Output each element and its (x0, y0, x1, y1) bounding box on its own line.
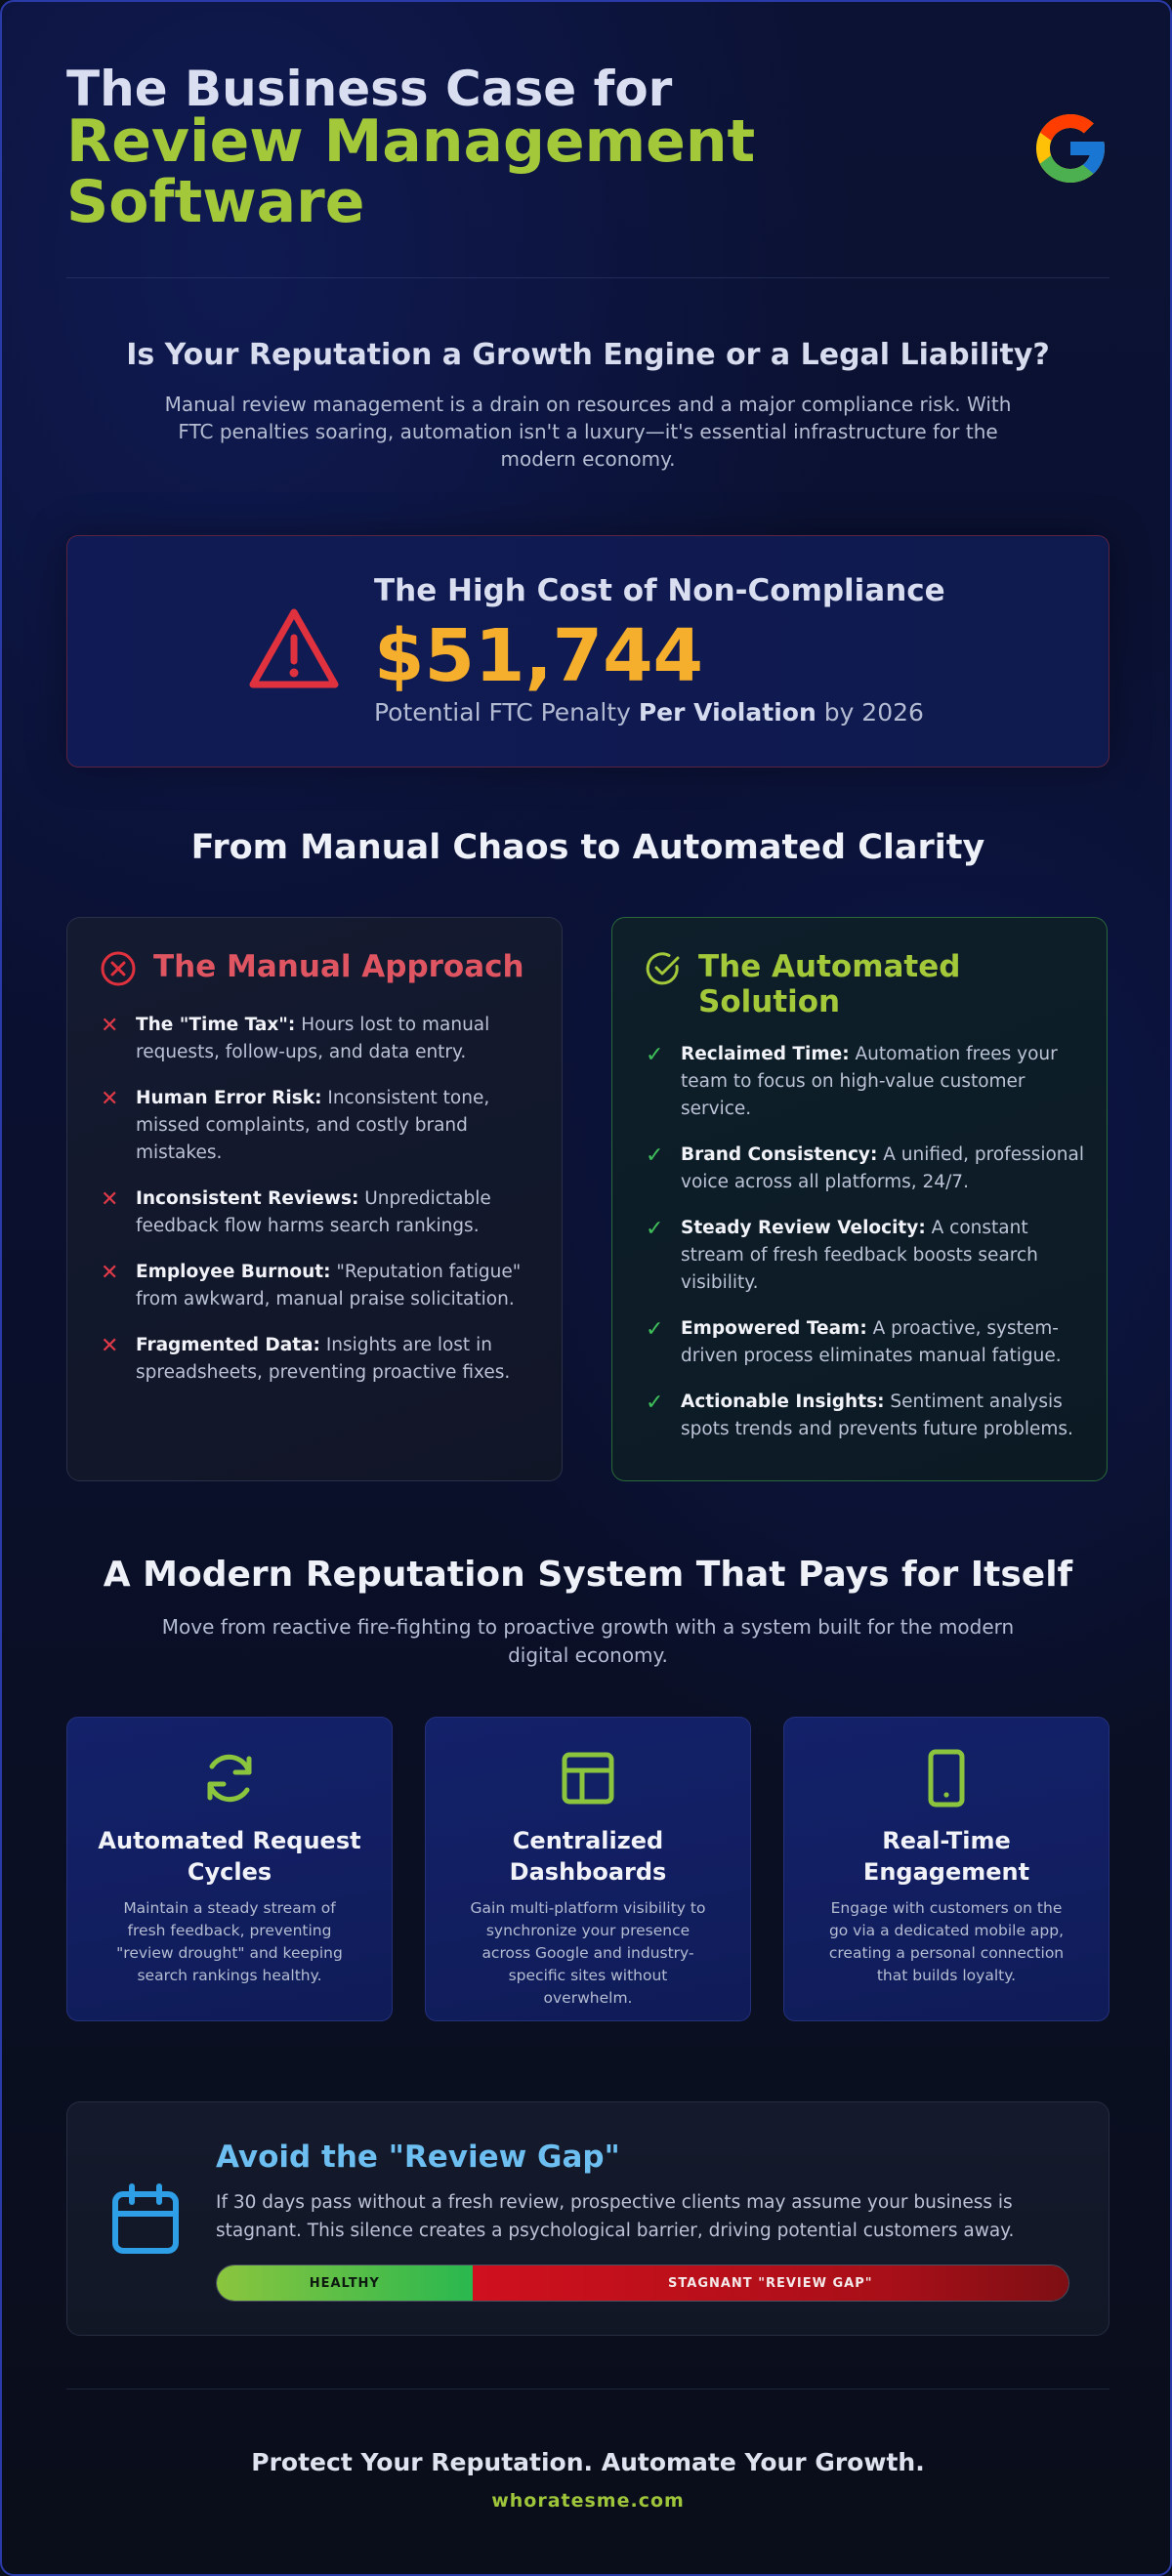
list-item-label: Inconsistent Reviews: (136, 1188, 359, 1209)
mobile-phone-icon (784, 1747, 1109, 1813)
list-item-text: Sentiment analysis spots trends and prev… (681, 1392, 1073, 1439)
title-line-1: The Business Case for (66, 61, 673, 117)
list-item-text: Automation frees your team to focus on h… (681, 1044, 1058, 1119)
footer-tagline: Protect Your Reputation. Automate Your G… (251, 2448, 925, 2476)
list-item-label: Empowered Team: (681, 1318, 867, 1339)
feature-card-dashboards: Centralized Dashboards Gain multi-platfo… (425, 1717, 751, 2021)
automated-solution-title: The Automated Solution (698, 949, 961, 1019)
system-heading: A Modern Reputation System That Pays for… (103, 1555, 1073, 1595)
list-item: ✓ Brand Consistency: A unified, professio… (646, 1142, 1085, 1196)
header-divider (66, 277, 1109, 278)
review-gap-bar-healthy: HEALTHY (217, 2265, 473, 2301)
automated-solution-list: ✓ Reclaimed Time: Automation frees your t… (646, 1041, 1085, 1462)
x-mark-icon: ✕ (101, 1187, 119, 1212)
review-gap-card: Avoid the "Review Gap" If 30 days pass w… (66, 2101, 1109, 2336)
feature-title: Real-Time Engagement (862, 1827, 1030, 1886)
manual-approach-title: The Manual Approach (153, 949, 524, 984)
intro-heading: Is Your Reputation a Growth Engine or a … (126, 338, 1050, 372)
list-item: ✓ Empowered Team: A proactive, system-dri… (646, 1315, 1085, 1370)
title-line-2: Review Management Software (66, 107, 756, 237)
review-gap-title: Avoid the "Review Gap" (216, 2140, 620, 2175)
feature-description: Engage with customers on the go via a de… (828, 1899, 1065, 1984)
check-circle-icon (644, 949, 683, 988)
warning-triangle-icon (247, 606, 341, 692)
google-g-icon (1029, 107, 1111, 189)
list-item-text: A proactive, system-driven process elimi… (681, 1318, 1062, 1366)
intro-text: Manual review management is a drain on r… (164, 393, 1012, 471)
list-item-text: Unpredictable feedback flow harms search… (136, 1188, 491, 1236)
x-mark-icon: ✕ (101, 1014, 119, 1038)
list-item: ✕ Fragmented Data: Insights are lost in s… (101, 1332, 540, 1387)
feature-card-automated-requests: Automated Request Cycles Maintain a stea… (66, 1717, 393, 2021)
check-mark-icon: ✓ (646, 1217, 664, 1241)
penalty-heading: The High Cost of Non-Compliance (374, 573, 945, 608)
automated-solution-card: The Automated Solution ✓ Reclaimed Time: … (611, 917, 1108, 1481)
list-item-label: Brand Consistency: (681, 1144, 878, 1165)
list-item-label: Human Error Risk: (136, 1088, 322, 1108)
list-item-label: Steady Review Velocity: (681, 1218, 926, 1238)
list-item-text: Insights are lost in spreadsheets, preve… (136, 1335, 511, 1383)
list-item: ✕ Employee Burnout: "Reputation fatigue" … (101, 1259, 540, 1313)
list-item-label: Fragmented Data: (136, 1335, 320, 1355)
list-item: ✕ Inconsistent Reviews: Unpredictable fee… (101, 1185, 540, 1240)
feature-title: Centralized Dashboards (509, 1827, 667, 1886)
list-item-text: Inconsistent tone, missed complaints, an… (136, 1088, 490, 1163)
review-gap-bar-stagnant: STAGNANT "REVIEW GAP" (472, 2265, 1068, 2301)
list-item-text: A constant stream of fresh feedback boos… (681, 1218, 1038, 1293)
penalty-amount: $51,744 (374, 614, 704, 698)
footer-site-link[interactable]: whoratesme.com (491, 2490, 685, 2512)
comparison-heading: From Manual Chaos to Automated Clarity (190, 828, 985, 867)
review-gap-text: If 30 days pass without a fresh review, … (216, 2192, 1015, 2241)
manual-approach-card: The Manual Approach ✕ The "Time Tax": Hou… (66, 917, 563, 1481)
list-item: ✕ The "Time Tax": Hours lost to manual re… (101, 1012, 540, 1066)
list-item-text: Hours lost to manual requests, follow-up… (136, 1015, 490, 1062)
check-mark-icon: ✓ (646, 1317, 664, 1342)
feature-card-realtime-engagement: Real-Time Engagement Engage with custome… (783, 1717, 1109, 2021)
check-mark-icon: ✓ (646, 1391, 664, 1415)
check-mark-icon: ✓ (646, 1043, 664, 1067)
calendar-icon (110, 2182, 181, 2257)
penalty-subtext: Potential FTC Penalty Per Violation by 2… (374, 698, 924, 727)
feature-description: Gain multi-platform visibility to synchr… (470, 1899, 706, 2007)
list-item-label: Reclaimed Time: (681, 1044, 850, 1064)
list-item-label: Actionable Insights: (681, 1392, 885, 1412)
manual-approach-list: ✕ The "Time Tax": Hours lost to manual re… (101, 1012, 540, 1405)
x-mark-icon: ✕ (101, 1087, 119, 1111)
system-subtext: Move from reactive fire-fighting to proa… (161, 1615, 1015, 1667)
x-mark-icon: ✕ (101, 1334, 119, 1358)
list-item: ✓ Reclaimed Time: Automation frees your t… (646, 1041, 1085, 1123)
review-gap-bar: HEALTHY STAGNANT "REVIEW GAP" (216, 2264, 1069, 2302)
x-mark-icon: ✕ (101, 1261, 119, 1285)
dashboard-layout-icon (426, 1747, 750, 1813)
feature-description: Maintain a steady stream of fresh feedba… (116, 1899, 343, 1984)
list-item: ✓ Steady Review Velocity: A constant stre… (646, 1215, 1085, 1297)
list-item: ✕ Human Error Risk: Inconsistent tone, mi… (101, 1085, 540, 1167)
list-item: ✓ Actionable Insights: Sentiment analysis… (646, 1389, 1085, 1443)
list-item-text: "Reputation fatigue" from awkward, manua… (136, 1262, 522, 1309)
feature-title: Automated Request Cycles (98, 1827, 361, 1886)
refresh-cycle-icon (67, 1747, 392, 1813)
x-circle-icon (99, 949, 138, 988)
list-item-label: Employee Burnout: (136, 1262, 331, 1282)
list-item-label: The "Time Tax": (136, 1015, 296, 1035)
penalty-card: The High Cost of Non-Compliance $51,744 … (66, 535, 1109, 768)
check-mark-icon: ✓ (646, 1143, 664, 1168)
list-item-text: A unified, professional voice across all… (681, 1144, 1085, 1192)
